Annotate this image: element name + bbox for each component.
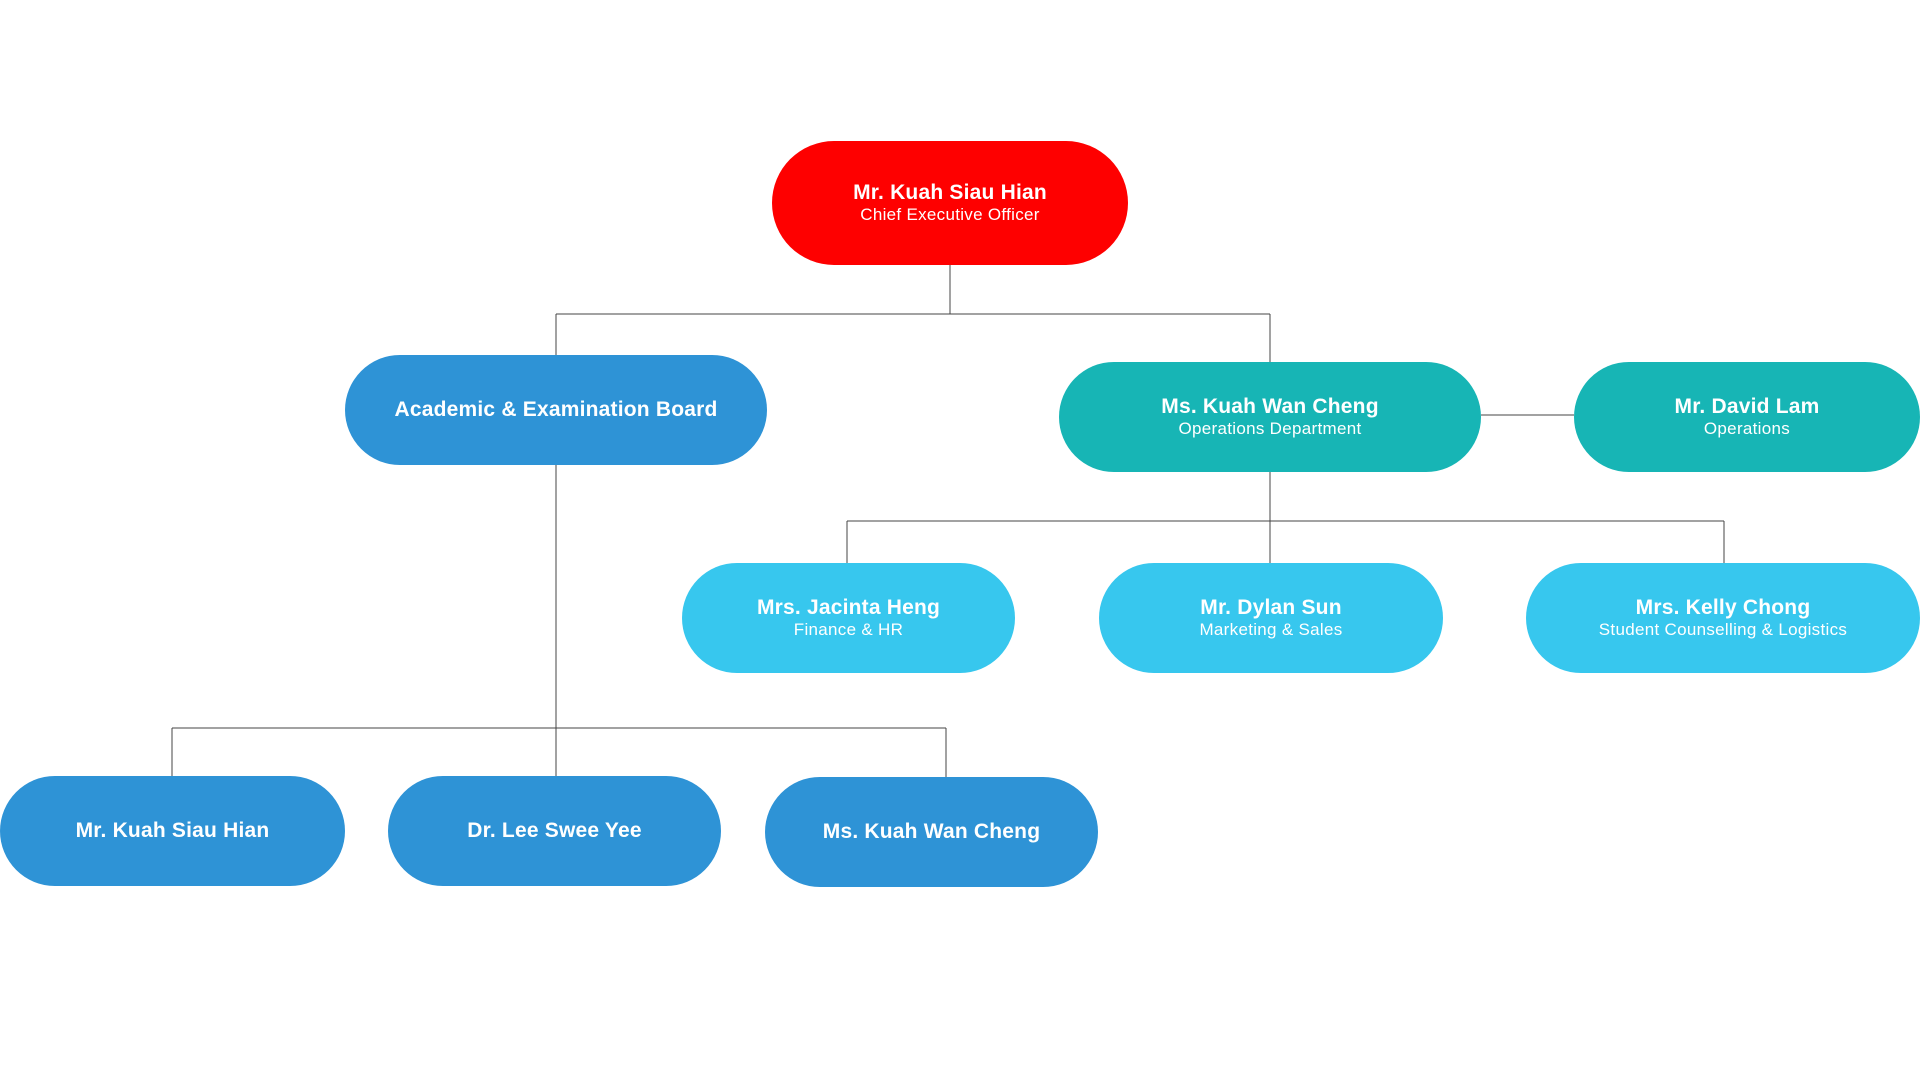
node-name: Ms. Kuah Wan Cheng — [822, 820, 1041, 844]
node-operations-member: Mr. David Lam Operations — [1574, 362, 1920, 472]
node-name: Mrs. Jacinta Heng — [756, 596, 941, 620]
node-ceo: Mr. Kuah Siau Hian Chief Executive Offic… — [772, 141, 1128, 265]
node-department-counselling: Mrs. Kelly Chong Student Counselling & L… — [1526, 563, 1920, 673]
node-name: Mr. Kuah Siau Hian — [75, 819, 270, 843]
node-role: Student Counselling & Logistics — [1598, 620, 1848, 640]
node-role: Marketing & Sales — [1199, 620, 1343, 640]
node-name: Mr. Dylan Sun — [1200, 596, 1342, 620]
node-board-member: Ms. Kuah Wan Cheng — [765, 777, 1098, 887]
node-role: Chief Executive Officer — [860, 205, 1040, 225]
node-name: Mr. David Lam — [1674, 395, 1820, 419]
node-name: Dr. Lee Swee Yee — [467, 819, 642, 843]
node-name: Ms. Kuah Wan Cheng — [1161, 395, 1379, 419]
node-name: Mr. Kuah Siau Hian — [853, 181, 1047, 205]
node-role: Operations Department — [1178, 419, 1362, 439]
node-department-marketing: Mr. Dylan Sun Marketing & Sales — [1099, 563, 1443, 673]
node-role: Finance & HR — [793, 620, 904, 640]
node-name: Mrs. Kelly Chong — [1635, 596, 1811, 620]
node-department-finance: Mrs. Jacinta Heng Finance & HR — [682, 563, 1015, 673]
node-academic-board: Academic & Examination Board — [345, 355, 767, 465]
node-board-member: Mr. Kuah Siau Hian — [0, 776, 345, 886]
node-operations-head: Ms. Kuah Wan Cheng Operations Department — [1059, 362, 1481, 472]
node-board-member: Dr. Lee Swee Yee — [388, 776, 721, 886]
node-role: Operations — [1703, 419, 1791, 439]
node-name: Academic & Examination Board — [394, 398, 718, 422]
